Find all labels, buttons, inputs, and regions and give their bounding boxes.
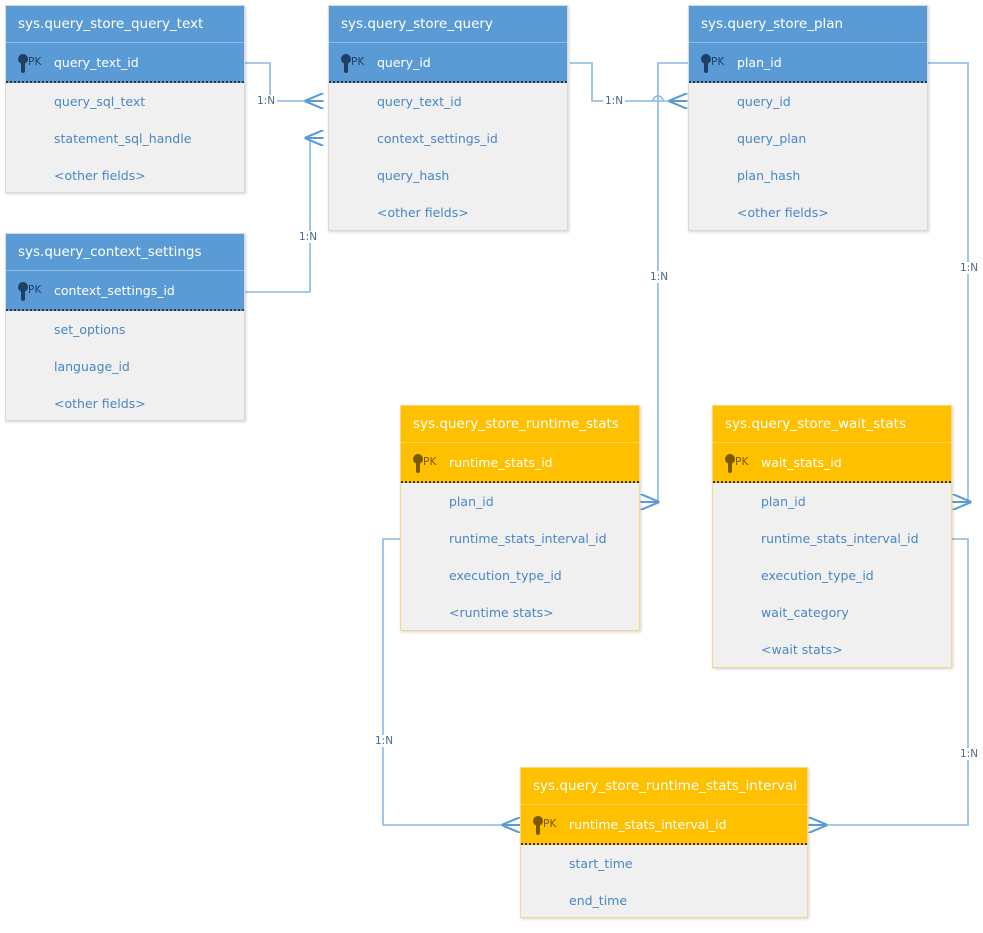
pk-field-name: query_id [377, 55, 431, 70]
primary-key-row[interactable]: PK wait_stats_id [713, 443, 951, 483]
field-row[interactable]: query_plan [737, 131, 807, 146]
cardinality-label-context-settings-to-query: 1:N [297, 231, 320, 243]
field-row[interactable]: <runtime stats> [449, 605, 554, 620]
entity-query-store-query[interactable]: sys.query_store_query PK query_id query_… [328, 5, 568, 231]
key-icon [725, 454, 735, 473]
entity-title: sys.query_store_query_text [6, 6, 244, 43]
field-row[interactable]: query_text_id [377, 94, 462, 109]
field-list: plan_id runtime_stats_interval_id execut… [401, 483, 639, 631]
pk-field-name: runtime_stats_id [449, 455, 553, 470]
key-icon [18, 282, 28, 301]
pk-tag: PK [351, 56, 365, 68]
field-row[interactable]: runtime_stats_interval_id [449, 531, 607, 546]
field-row[interactable]: plan_hash [737, 168, 801, 183]
entity-query-store-query-text[interactable]: sys.query_store_query_text PK query_text… [5, 5, 245, 193]
entity-title: sys.query_store_runtime_stats [401, 406, 639, 443]
entity-query-store-runtime-stats-interval[interactable]: sys.query_store_runtime_stats_interval P… [520, 767, 808, 918]
pk-field-name: runtime_stats_interval_id [569, 817, 727, 832]
primary-key-row[interactable]: PK query_id [329, 43, 567, 83]
field-row[interactable]: language_id [54, 359, 130, 374]
field-row[interactable]: query_hash [377, 168, 450, 183]
field-row[interactable]: <other fields> [54, 168, 146, 183]
primary-key-row[interactable]: PK runtime_stats_id [401, 443, 639, 483]
entity-title: sys.query_context_settings [6, 234, 244, 271]
field-row[interactable]: set_options [54, 322, 126, 337]
field-list: start_time end_time [521, 845, 807, 919]
connector-query-to-plan [570, 62, 686, 101]
cardinality-label-interval-to-wait-stats: 1:N [958, 748, 981, 760]
entity-query-store-wait-stats[interactable]: sys.query_store_wait_stats PK wait_stats… [712, 405, 952, 668]
pk-tag: PK [735, 456, 749, 468]
key-icon [533, 816, 543, 835]
primary-key-row[interactable]: PK runtime_stats_interval_id [521, 805, 807, 845]
line-hop [652, 95, 664, 102]
connector-context-settings-to-query [245, 138, 322, 293]
field-list: query_id query_plan plan_hash <other fie… [689, 83, 927, 231]
entity-query-context-settings[interactable]: sys.query_context_settings PK context_se… [5, 233, 245, 421]
key-icon [341, 54, 351, 73]
pk-field-name: context_settings_id [54, 283, 175, 298]
field-row[interactable]: <wait stats> [761, 642, 843, 657]
field-list: set_options language_id <other fields> [6, 311, 244, 422]
field-row[interactable]: wait_category [761, 605, 849, 620]
pk-tag: PK [28, 284, 42, 296]
entity-query-store-plan[interactable]: sys.query_store_plan PK plan_id query_id… [688, 5, 928, 231]
key-icon [18, 54, 28, 73]
field-list: query_sql_text statement_sql_handle <oth… [6, 83, 244, 194]
cardinality-label-plan-to-runtime-stats: 1:N [648, 271, 671, 283]
pk-tag: PK [28, 56, 42, 68]
field-list: plan_id runtime_stats_interval_id execut… [713, 483, 951, 668]
field-row[interactable]: execution_type_id [761, 568, 874, 583]
pk-tag: PK [711, 56, 725, 68]
pk-field-name: wait_stats_id [761, 455, 842, 470]
cardinality-label-query-to-plan: 1:N [603, 95, 626, 107]
entity-title: sys.query_store_plan [689, 6, 927, 43]
cardinality-label-interval-to-runtime-stats: 1:N [373, 735, 396, 747]
pk-field-name: plan_id [737, 55, 782, 70]
field-row[interactable]: <other fields> [377, 205, 469, 220]
primary-key-row[interactable]: PK context_settings_id [6, 271, 244, 311]
entity-title: sys.query_store_runtime_stats_interval [521, 768, 807, 805]
field-row[interactable]: <other fields> [737, 205, 829, 220]
entity-query-store-runtime-stats[interactable]: sys.query_store_runtime_stats PK runtime… [400, 405, 640, 631]
field-row[interactable]: end_time [569, 893, 628, 908]
field-row[interactable]: query_sql_text [54, 94, 146, 109]
field-row[interactable]: plan_id [449, 494, 494, 509]
key-icon [701, 54, 711, 73]
pk-tag: PK [543, 818, 557, 830]
field-row[interactable]: query_id [737, 94, 791, 109]
key-icon [413, 454, 423, 473]
field-row[interactable]: execution_type_id [449, 568, 562, 583]
field-list: query_text_id context_settings_id query_… [329, 83, 567, 231]
pk-tag: PK [423, 456, 437, 468]
pk-field-name: query_text_id [54, 55, 139, 70]
entity-title: sys.query_store_query [329, 6, 567, 43]
field-row[interactable]: plan_id [761, 494, 806, 509]
field-row[interactable]: statement_sql_handle [54, 131, 192, 146]
cardinality-label-query-text-to-query: 1:N [255, 95, 278, 107]
primary-key-row[interactable]: PK query_text_id [6, 43, 244, 83]
field-row[interactable]: context_settings_id [377, 131, 498, 146]
field-row[interactable]: runtime_stats_interval_id [761, 531, 919, 546]
cardinality-label-plan-to-wait-stats: 1:N [958, 262, 981, 274]
primary-key-row[interactable]: PK plan_id [689, 43, 927, 83]
field-row[interactable]: start_time [569, 856, 633, 871]
field-row[interactable]: <other fields> [54, 396, 146, 411]
entity-title: sys.query_store_wait_stats [713, 406, 951, 443]
